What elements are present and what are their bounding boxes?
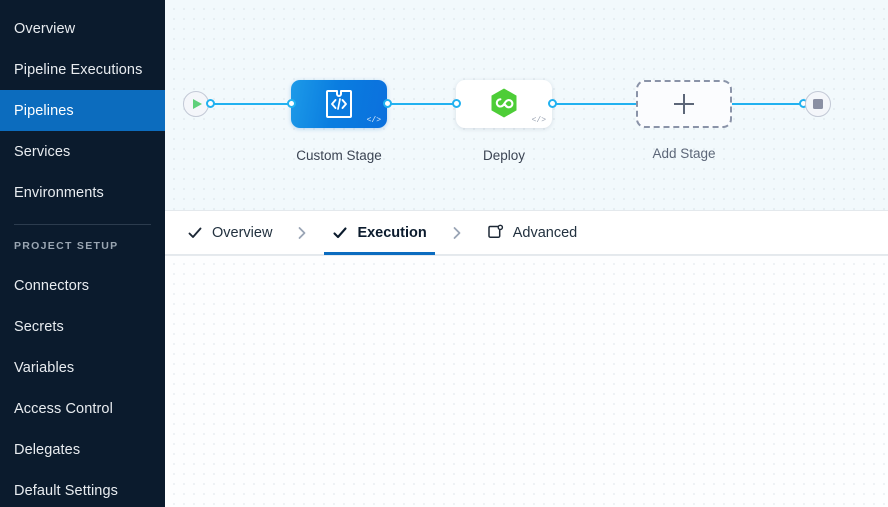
stage-tab-bar: Overview Execution — [165, 210, 888, 255]
sidebar-item-access-control[interactable]: Access Control — [0, 388, 165, 429]
left-sidebar: Overview Pipeline Executions Pipelines S… — [0, 0, 165, 507]
add-stage-button[interactable] — [636, 80, 732, 128]
sidebar-item-label: Access Control — [14, 400, 113, 417]
edge-deploy-to-add-stage — [555, 103, 641, 105]
sidebar-item-label: Default Settings — [14, 482, 118, 499]
stage-label-custom-stage: Custom Stage — [296, 148, 382, 163]
sidebar-item-label: Pipelines — [14, 102, 74, 119]
sidebar-item-label: Pipeline Executions — [14, 61, 143, 78]
sidebar-item-overview[interactable]: Overview — [0, 8, 165, 49]
code-badge-icon: </> — [531, 116, 546, 125]
play-icon — [193, 99, 202, 109]
sidebar-item-label: Connectors — [14, 277, 90, 294]
sidebar-item-label: Secrets — [14, 318, 64, 335]
sidebar-item-label: Services — [14, 143, 71, 160]
sidebar-item-delegates[interactable]: Delegates — [0, 429, 165, 470]
sidebar-item-label: Environments — [14, 184, 104, 201]
main-content: </> Custom Stage </> Deploy — [165, 0, 888, 507]
stage-label-add-stage: Add Stage — [652, 146, 716, 161]
sidebar-item-pipelines[interactable]: Pipelines — [0, 90, 165, 131]
sidebar-item-label: Variables — [14, 359, 75, 376]
tab-advanced[interactable]: Advanced — [479, 211, 586, 255]
pipeline-end-node[interactable] — [805, 91, 831, 117]
tab-label: Overview — [212, 224, 273, 241]
harness-cd-hexagon-icon — [491, 88, 517, 118]
stage-canvas[interactable]: </> Custom Stage </> Deploy — [165, 0, 888, 210]
tab-execution[interactable]: Execution — [324, 211, 436, 255]
custom-stage-input-port[interactable] — [287, 99, 296, 108]
sidebar-item-services[interactable]: Services — [0, 131, 165, 172]
sidebar-item-environments[interactable]: Environments — [0, 172, 165, 213]
custom-stage-code-icon — [326, 90, 352, 118]
sidebar-divider — [14, 224, 151, 225]
edge-add-stage-to-end — [732, 103, 808, 105]
stage-node-custom-stage[interactable]: </> — [291, 80, 387, 128]
stage-label-deploy: Deploy — [482, 148, 526, 163]
stop-icon — [813, 99, 823, 109]
sidebar-item-label: Overview — [14, 20, 76, 37]
tab-overview[interactable]: Overview — [179, 211, 280, 255]
tab-label: Advanced — [512, 224, 578, 241]
advanced-settings-icon — [487, 224, 503, 238]
stage-node-deploy[interactable]: </> — [456, 80, 552, 128]
code-badge-icon: </> — [366, 116, 381, 125]
sidebar-item-default-settings[interactable]: Default Settings — [0, 470, 165, 507]
tab-separator-chevron-icon — [296, 225, 308, 241]
sidebar-item-pipeline-executions[interactable]: Pipeline Executions — [0, 49, 165, 90]
sidebar-item-secrets[interactable]: Secrets — [0, 306, 165, 347]
sidebar-item-label: Delegates — [14, 441, 81, 458]
edge-start-to-custom-stage — [213, 103, 295, 105]
edge-custom-stage-to-deploy — [390, 103, 480, 105]
deploy-input-port[interactable] — [452, 99, 461, 108]
sidebar-section-project-setup: PROJECT SETUP — [14, 240, 119, 252]
sidebar-item-connectors[interactable]: Connectors — [0, 265, 165, 306]
tab-separator-chevron-icon — [451, 225, 463, 241]
check-icon — [333, 226, 347, 238]
tab-label: Execution — [357, 224, 427, 241]
pipeline-start-node[interactable] — [183, 91, 209, 117]
check-icon — [188, 227, 202, 238]
plus-icon — [674, 94, 694, 114]
execution-step-canvas[interactable]: ||| </> Stage Group Template Add Step — [165, 255, 888, 507]
sidebar-item-variables[interactable]: Variables — [0, 347, 165, 388]
